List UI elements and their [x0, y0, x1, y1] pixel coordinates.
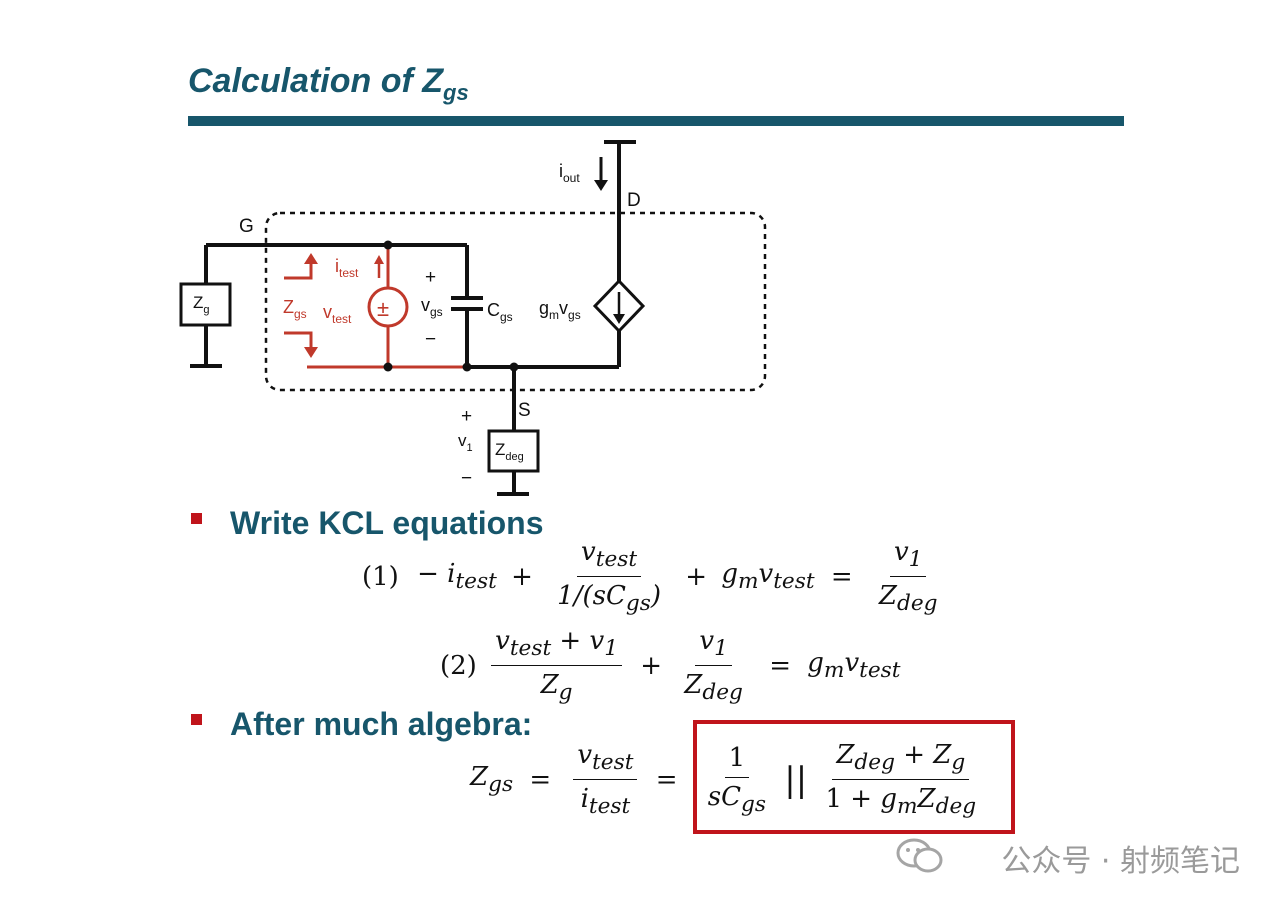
result-term-2: Zdeg + Zg 1 + gmZdeg — [825, 740, 977, 820]
bullet-marker — [191, 513, 202, 524]
eq2-label: (2) — [440, 650, 477, 681]
equation-2: (2) vtest + v1 Zg + v1 Zdeg = gmvtest — [440, 626, 901, 706]
v1-plus: + — [461, 406, 472, 427]
vtest-label: vtest — [323, 302, 352, 326]
junction-dot — [509, 362, 519, 372]
node-s-label: S — [518, 400, 531, 421]
zgs-arrow-top — [284, 262, 313, 280]
eq1-fraction: vtest 1/(sCgs) — [557, 537, 661, 617]
circuit-diagram: iout D gmvgs G Zg Cgs + vgs − S Zdeg + v… — [179, 140, 767, 496]
vgs-label: vgs — [421, 295, 443, 319]
parallel-symbol: || — [784, 759, 808, 800]
zdeg-label: Zdeg — [495, 440, 524, 463]
zgs-arrow-top-head — [304, 253, 318, 264]
zgs-arrow-bottom — [284, 331, 313, 349]
result-fraction: vtest itest — [573, 740, 638, 819]
test-source-symbol: ± — [377, 296, 389, 321]
equation-1: (1) − itest + vtest 1/(sCgs) + gmvtest =… — [362, 537, 948, 616]
eq1-rhs-fraction: v1 Zdeg — [878, 537, 938, 617]
eq2-fraction-1: vtest + v1 Zg — [491, 626, 622, 705]
v1-label: v1 — [458, 431, 473, 454]
itest-label: itest — [335, 256, 359, 280]
title-rule — [188, 116, 1124, 126]
watermark-text: 公众号 · 射频笔记 — [1001, 844, 1240, 879]
junction-dot — [383, 362, 393, 372]
vgs-minus: − — [425, 329, 436, 350]
title-subscript: gs — [443, 80, 469, 105]
eq1-label: (1) — [362, 561, 399, 592]
result-term-1: 1 sCgs — [707, 742, 766, 817]
itest-arrow-head — [374, 255, 384, 264]
vgs-plus: + — [425, 267, 436, 288]
iout-arrow-head — [594, 180, 608, 191]
bullet-algebra: After much algebra: — [230, 706, 533, 742]
result-equation: Zgs = vtest itest = 1 sCgs || Zdeg + Zg … — [470, 740, 986, 819]
junction-dot — [383, 240, 393, 250]
bullet-kcl: Write KCL equations — [230, 505, 544, 541]
junction-dot — [462, 362, 472, 372]
node-g-label: G — [239, 216, 254, 237]
gm-source-arrow-head — [613, 314, 625, 324]
bullet-marker — [191, 714, 202, 725]
zgs-arrow-bottom-head — [304, 347, 318, 358]
title-main: Calculation of Z — [188, 62, 443, 100]
test-voltage-source — [367, 286, 409, 328]
node-d-label: D — [627, 190, 641, 211]
wechat-logo-icon — [896, 838, 943, 873]
v1-minus: − — [461, 468, 472, 489]
cgs-label: Cgs — [487, 300, 513, 324]
transistor-boundary — [264, 211, 767, 392]
eq2-fraction-2: v1 Zdeg — [684, 626, 743, 706]
slide-title: Calculation of Zgs — [188, 62, 469, 106]
iout-label: iout — [559, 161, 580, 185]
zg-label: Zg — [193, 293, 210, 316]
zdeg-box — [487, 429, 540, 473]
result-highlight-box — [693, 720, 1015, 834]
gm-vgs-label: gmvgs — [539, 298, 581, 322]
zgs-label: Zgs — [283, 297, 307, 321]
